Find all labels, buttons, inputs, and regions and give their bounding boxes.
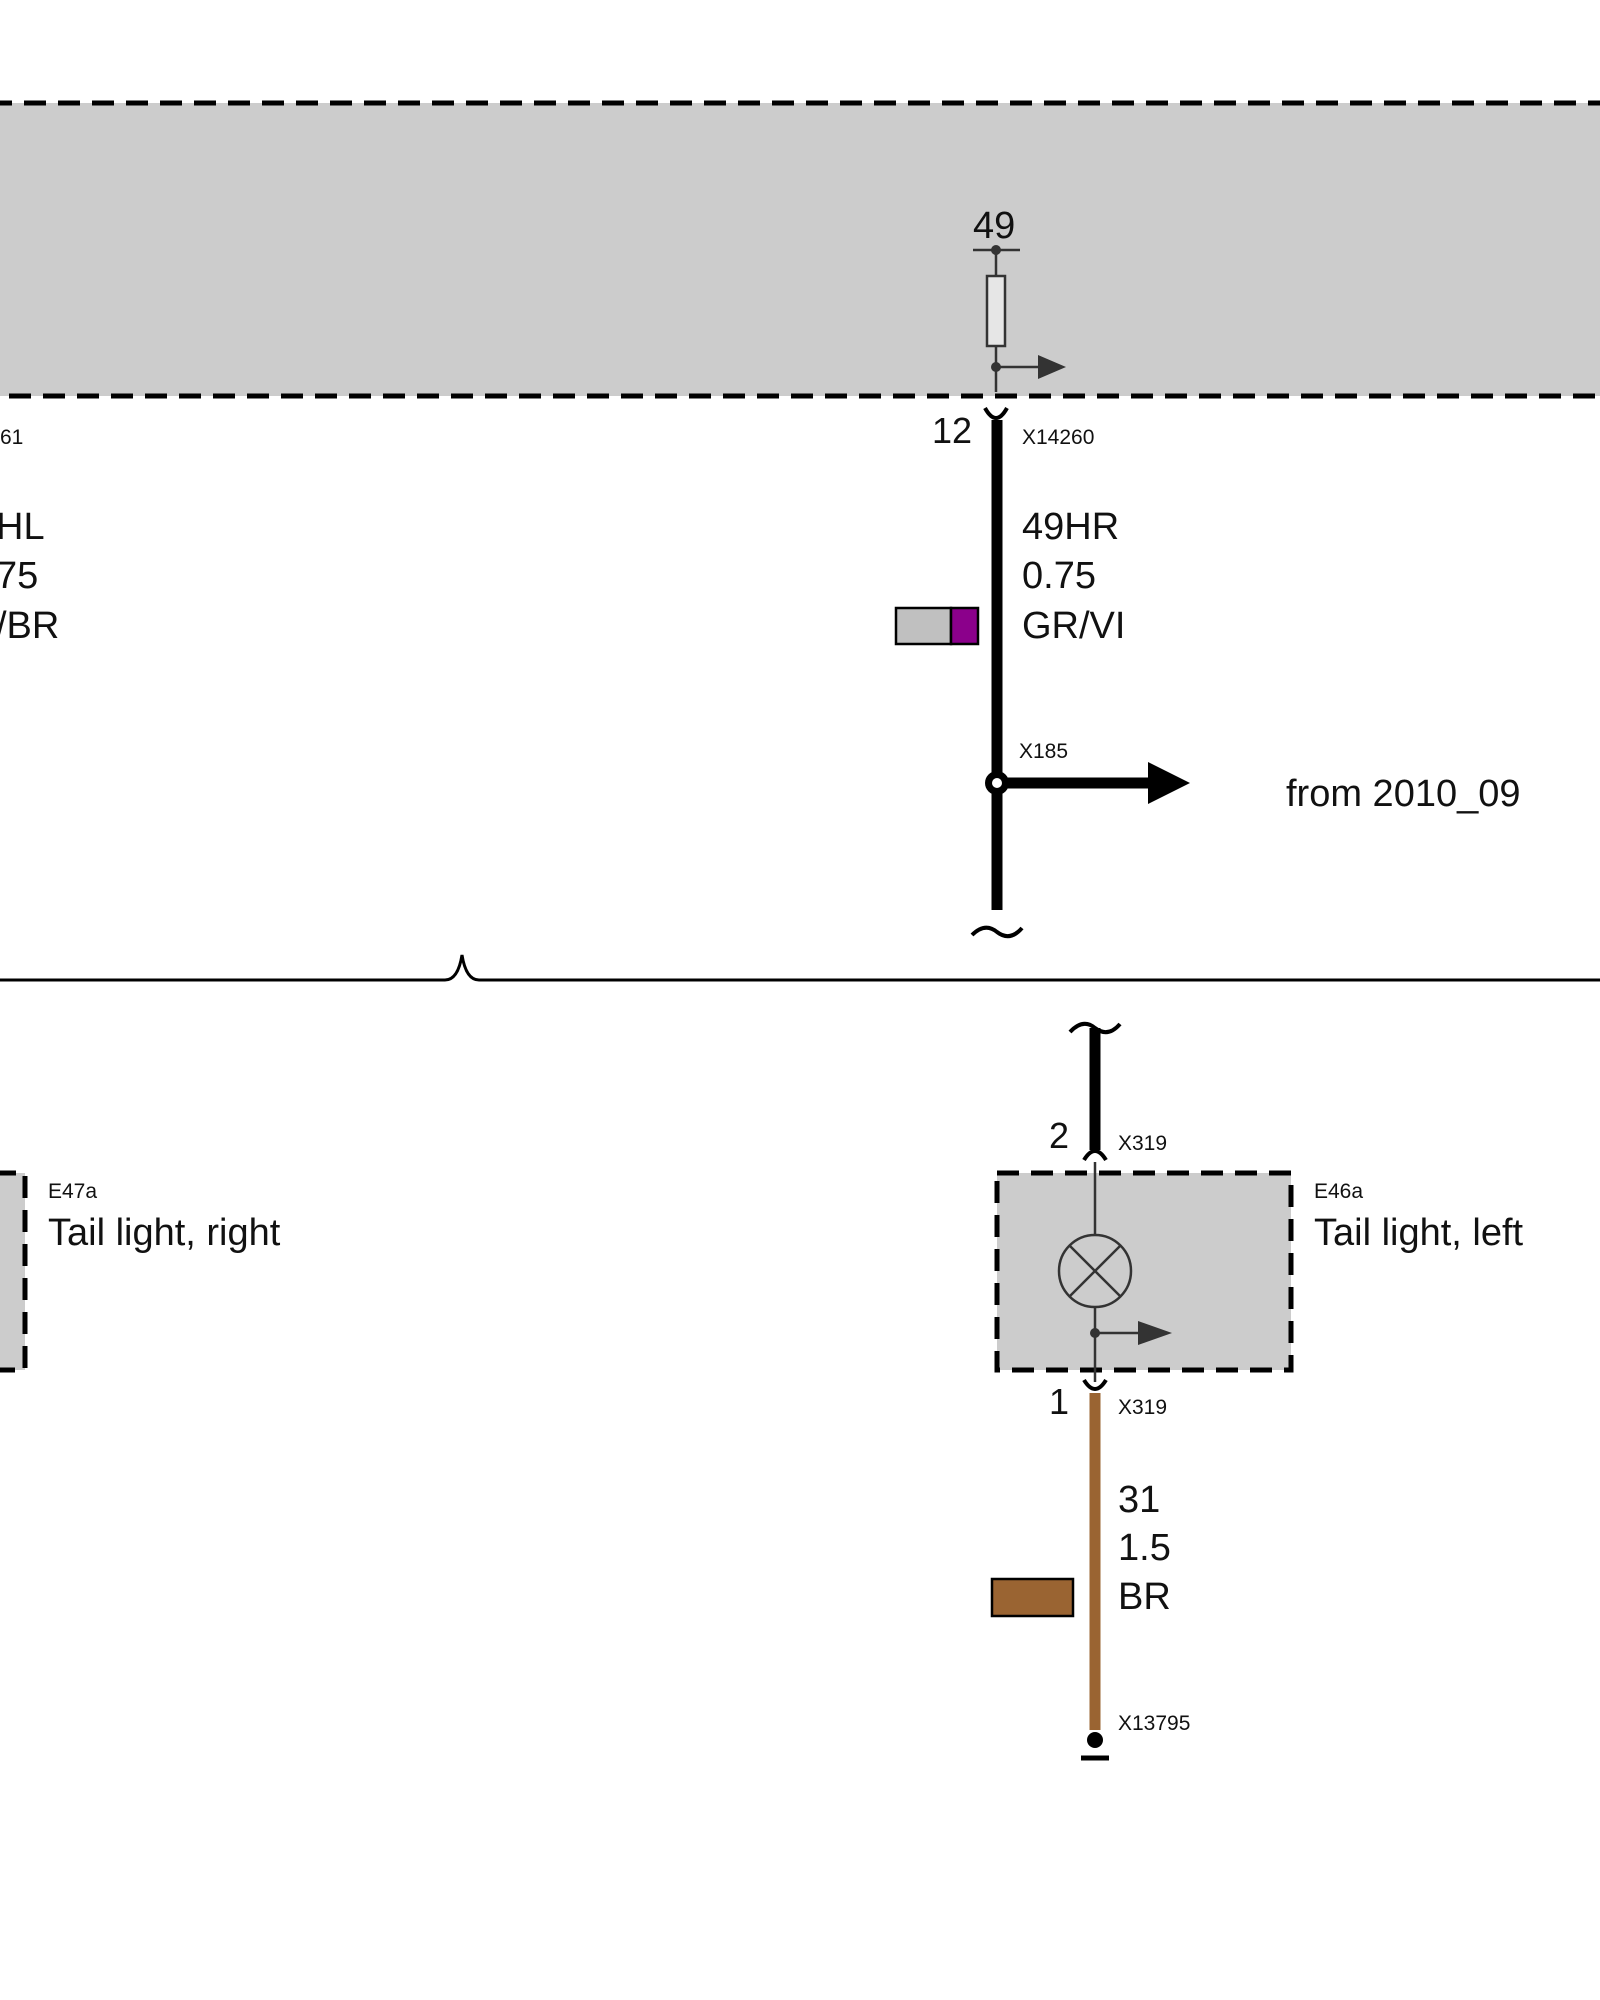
connector-left-partial-label: 61 [0, 426, 23, 449]
wire-49hr-color-swatch [894, 606, 980, 646]
wire-31-color: BR [1118, 1576, 1171, 1618]
wire-31-gauge: 1.5 [1118, 1527, 1171, 1569]
wire-31-signal: 31 [1118, 1479, 1160, 1521]
tail-light-right-id: E47a [48, 1180, 97, 1203]
wire-left-signal: HL [0, 506, 45, 548]
splice-note: from 2010_09 [1286, 773, 1521, 815]
module-box [0, 100, 1600, 399]
tail-light-left-id: E46a [1314, 1180, 1363, 1203]
pin-number-1: 1 [1049, 1381, 1069, 1422]
splice-arrow-icon [1148, 762, 1190, 804]
ground-connector-label: X13795 [1118, 1712, 1190, 1735]
output-arrow-icon [1038, 355, 1066, 379]
fuse-terminal-label: 49 [973, 205, 1015, 247]
splice-x185 [985, 762, 1190, 804]
connector-x319-bottom-label: X319 [1118, 1396, 1167, 1419]
lamp-output-arrow-icon [1138, 1321, 1172, 1345]
connector-x319-top-label: X319 [1118, 1132, 1167, 1155]
wire-left-color: /BR [0, 605, 59, 647]
control-module [0, 100, 1600, 399]
wire-49hr-gauge: 0.75 [1022, 555, 1096, 597]
section-brace [0, 954, 1600, 982]
connector-hook-x319-bottom [1082, 1378, 1108, 1391]
connector-hook-x14260 [983, 406, 1009, 420]
tail-light-right-name: Tail light, right [48, 1212, 281, 1254]
tail-light-left-name: Tail light, left [1314, 1212, 1524, 1254]
ground-icon [1087, 1732, 1103, 1748]
pin-number-2: 2 [1049, 1115, 1069, 1156]
connector-hook-x319-top [1082, 1149, 1108, 1162]
lamp-icon [1057, 1233, 1133, 1309]
connector-x14260-label: X14260 [1022, 426, 1094, 449]
wire-49hr-color: GR/VI [1022, 605, 1125, 647]
wire-49hr-signal: 49HR [1022, 506, 1119, 548]
splice-connector-label: X185 [1019, 740, 1068, 763]
wire-31-color-swatch [990, 1577, 1075, 1618]
tail-light-left-box [994, 1162, 1294, 1382]
ground-point [1081, 1732, 1109, 1761]
fuse-symbol [973, 245, 1066, 392]
wire-break-top-icon [970, 925, 1024, 939]
tail-light-right-box [0, 1170, 28, 1373]
pin-number-12: 12 [932, 410, 972, 451]
fuse-body [985, 274, 1007, 348]
wire-left-gauge: 75 [0, 555, 38, 597]
